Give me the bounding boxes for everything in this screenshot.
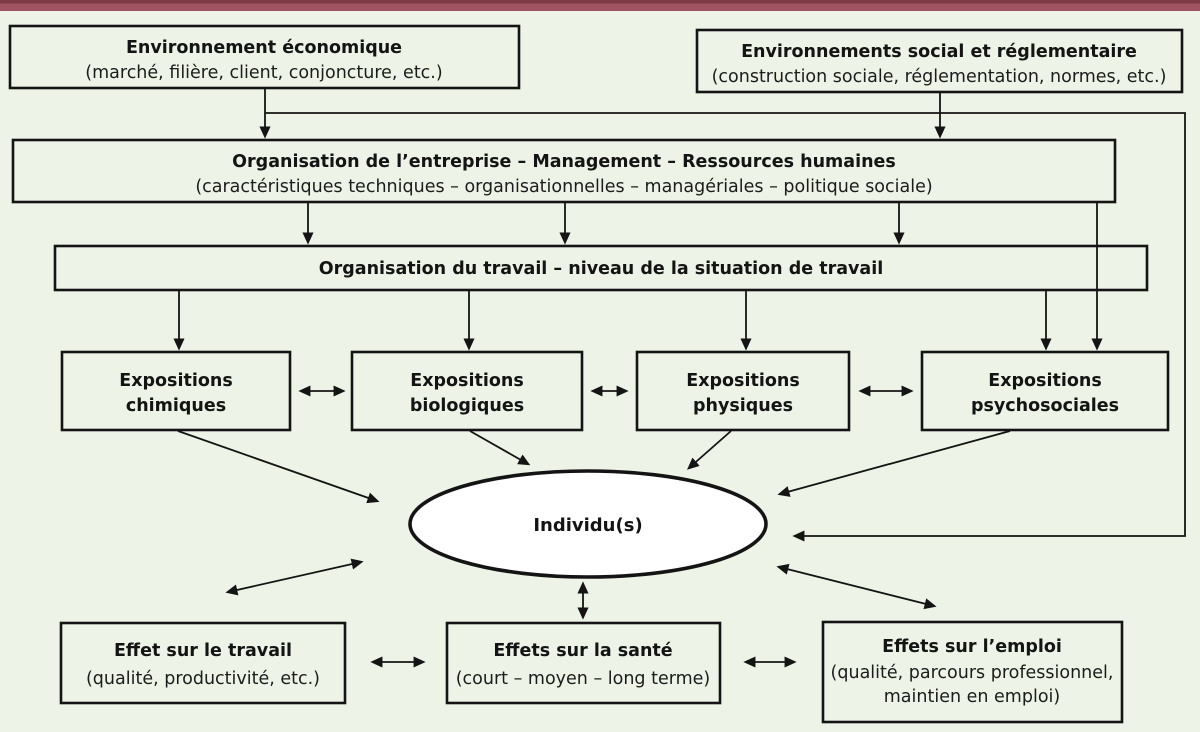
arrow-individus-effets-emploi	[776, 563, 937, 610]
box-expositions-psychosociales: Expositions psychosociales	[920, 350, 1170, 432]
expositions-chimiques-line2: chimiques	[126, 396, 226, 416]
arrow-chimiques-to-individus	[177, 430, 380, 504]
box-organisation-entreprise: Organisation de l’entreprise – Managemen…	[11, 138, 1117, 204]
node-individus: Individu(s)	[408, 469, 768, 579]
box-effets-emploi-frame	[821, 620, 1124, 724]
effet-travail-title: Effet sur le travail	[114, 641, 292, 661]
top-accent-bar	[0, 0, 1200, 11]
effet-travail-subtitle: (qualité, productivité, etc.)	[86, 669, 320, 689]
expositions-biologiques-line1: Expositions	[410, 371, 523, 391]
environnements-social-title: Environnements social et réglementaire	[741, 42, 1137, 62]
box-environnements-social-reglementaire: Environnements social et réglementaire (…	[695, 28, 1184, 94]
environnements-social-subtitle: (construction sociale, réglementation, n…	[712, 67, 1167, 87]
expositions-psychosociales-line1: Expositions	[988, 371, 1101, 391]
top-accent-bar-edge	[0, 0, 1200, 4]
box-effets-emploi: Effets sur l’emploi (qualité, parcours p…	[821, 620, 1124, 724]
effets-emploi-subtitle-line2: maintien en emploi)	[884, 687, 1060, 707]
arrow-individus-effet-travail	[225, 558, 364, 596]
box-effet-travail-frame	[59, 621, 347, 705]
box-organisation-entreprise-frame	[11, 138, 1117, 204]
box-effets-sante: Effets sur la santé (court – moyen – lon…	[445, 621, 722, 705]
expositions-biologiques-line2: biologiques	[410, 396, 524, 416]
box-expositions-biologiques: Expositions biologiques	[350, 350, 584, 432]
box-expositions-chimiques: Expositions chimiques	[60, 350, 292, 432]
box-organisation-travail: Organisation du travail – niveau de la s…	[53, 244, 1149, 292]
box-effets-sante-frame	[445, 621, 722, 705]
box-environnement-economique-frame	[8, 24, 521, 90]
environnement-economique-subtitle: (marché, filière, client, conjoncture, e…	[85, 63, 442, 83]
organisation-travail-title: Organisation du travail – niveau de la s…	[319, 259, 883, 279]
arrow-environnements-to-individus-right-bypass	[265, 112, 1186, 542]
effets-sante-subtitle: (court – moyen – long terme)	[456, 669, 711, 689]
box-environnements-social-frame	[695, 28, 1184, 94]
box-environnement-economique: Environnement économique (marché, filièr…	[8, 24, 521, 90]
expositions-physiques-line1: Expositions	[686, 371, 799, 391]
organisation-entreprise-title: Organisation de l’entreprise – Managemen…	[232, 152, 896, 172]
box-expositions-psychosociales-frame	[920, 350, 1170, 432]
node-individus-shape	[408, 469, 768, 579]
box-expositions-biologiques-frame	[350, 350, 584, 432]
environnement-economique-title: Environnement économique	[126, 38, 402, 58]
expositions-chimiques-line1: Expositions	[119, 371, 232, 391]
box-expositions-chimiques-frame	[60, 350, 292, 432]
arrow-biologiques-to-individus	[469, 430, 531, 466]
expositions-physiques-line2: physiques	[693, 396, 793, 416]
box-organisation-travail-frame	[53, 244, 1149, 292]
box-effet-travail: Effet sur le travail (qualité, productiv…	[59, 621, 347, 705]
individus-label: Individu(s)	[533, 515, 642, 536]
arrow-psychosociales-to-individus	[777, 430, 1011, 497]
arrow-physiques-to-individus	[687, 430, 732, 470]
effets-emploi-subtitle-line1: (qualité, parcours professionnel,	[831, 663, 1114, 683]
box-expositions-physiques: Expositions physiques	[635, 350, 851, 432]
effets-emploi-title: Effets sur l’emploi	[882, 637, 1062, 657]
organisation-entreprise-subtitle: (caractéristiques techniques – organisat…	[195, 177, 932, 197]
expositions-psychosociales-line2: psychosociales	[971, 396, 1119, 416]
effets-sante-title: Effets sur la santé	[493, 641, 672, 661]
box-expositions-physiques-frame	[635, 350, 851, 432]
